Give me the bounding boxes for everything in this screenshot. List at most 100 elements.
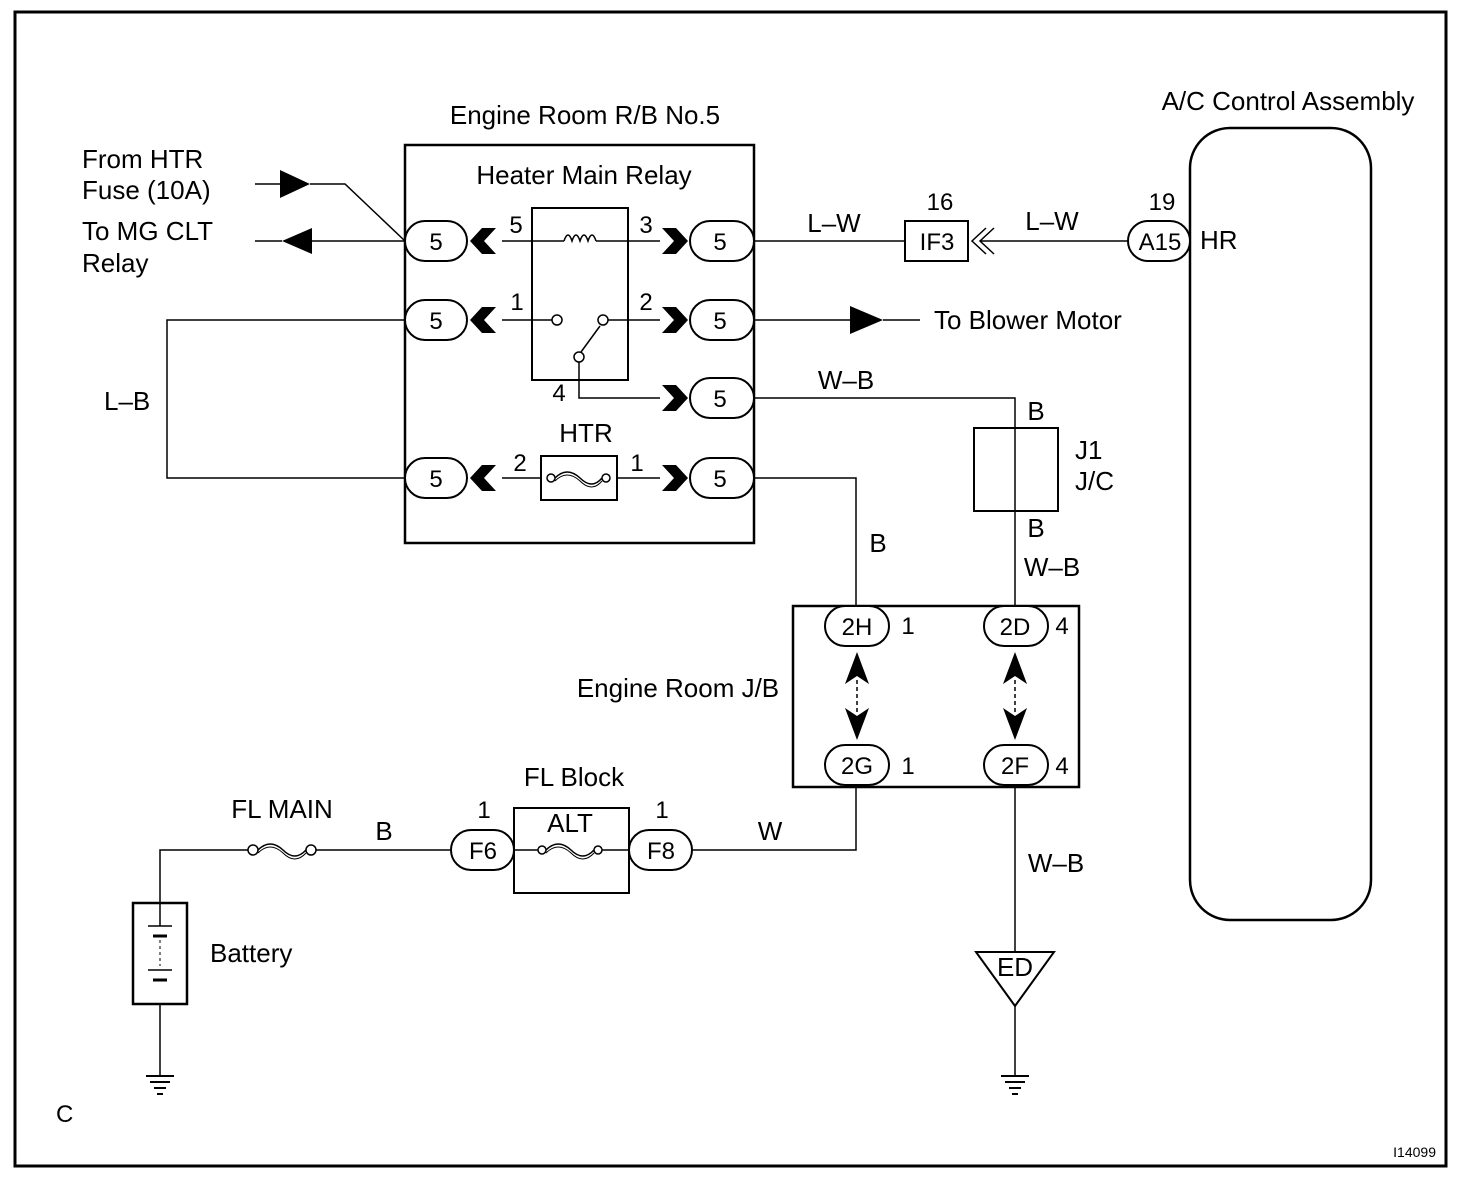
diagram-frame [13,10,1448,1168]
blower-output: To Blower Motor [754,305,1122,335]
fuse-pin-2: 2 [513,450,526,477]
svg-text:F6: F6 [469,838,497,865]
connector-2h: 2H [824,605,890,647]
connector-2f-pin: 4 [1055,753,1068,780]
input-arrow-icon [280,170,310,198]
svg-text:2F: 2F [1001,753,1029,780]
fl-block-label: FL Block [524,762,625,792]
ground-point-label: ED [997,952,1033,982]
to-mg-clt-label: To MG CLT [82,216,213,246]
wb-wire-label-jc: W–B [1024,552,1080,582]
fl-block: FL Block ALT 1 F6 1 F8 [450,762,693,894]
jc-label: J/C [1075,466,1114,496]
engine-room-jb: Engine Room J/B 2H 1 2D 4 2G 1 2F 4 [577,604,1081,789]
battery-circuit: FL MAIN B Battery [131,794,451,1095]
connector-5-left-2: 5 [404,299,468,341]
connector-2f: 2F [983,744,1049,786]
alt-fuse-icon [545,843,595,857]
svg-text:5: 5 [713,308,726,335]
jc-bottom-label: B [1027,513,1044,543]
lw-wire-label-right: L–W [1025,206,1079,236]
svg-text:2D: 2D [1000,614,1031,641]
ground-ed: W–B ED [974,786,1084,1095]
alt-fuse-label: ALT [547,808,593,838]
to-blower-motor-label: To Blower Motor [934,305,1122,335]
jc-top-label: B [1027,396,1044,426]
connector-2h-pin: 1 [901,613,914,640]
relay-pin-5: 5 [509,212,522,239]
relay-box-title: Engine Room R/B No.5 [450,100,720,130]
jb-label: Engine Room J/B [577,673,779,703]
jc-circuit: W–B B B J1 J/C W–B [754,365,1114,606]
svg-text:IF3: IF3 [920,229,955,256]
htr-fuse-label: HTR [559,418,612,448]
connector-5-right-3: 5 [689,377,755,419]
blower-arrow-icon [850,306,883,334]
fl-main-fuse-icon [257,843,307,857]
fuse-icon [554,471,603,485]
svg-text:F8: F8 [647,838,675,865]
heater-main-relay [531,207,629,381]
output-arrow-icon [282,228,312,254]
connector-5-right-2: 5 [689,299,755,341]
w-wire-label: W [758,816,783,846]
relay-pin-1: 1 [510,289,523,316]
a15-pin: 19 [1149,189,1176,216]
connector-2d-pin: 4 [1055,613,1068,640]
svg-text:A15: A15 [1139,229,1182,256]
b-wire-htr [754,477,857,606]
f6-connector: F6 [450,829,515,871]
fuse-pin-1: 1 [630,450,643,477]
left-inputs: From HTR Fuse (10A) To MG CLT Relay L–B [82,144,406,479]
heater-main-relay-label: Heater Main Relay [476,160,691,190]
relay-switch-contact [580,325,601,353]
connector-2g-pin: 1 [901,753,914,780]
connector-5-right-1: 5 [689,220,755,262]
to-mg-clt-relay-label: Relay [82,248,148,278]
b-wire-label-battery: B [375,816,392,846]
engine-room-rb-no5: Engine Room R/B No.5 Heater Main Relay H… [403,100,756,545]
fl-main-label: FL MAIN [231,794,333,824]
svg-text:5: 5 [429,308,442,335]
connector-5-right-4: 5 [689,457,755,499]
connector-5-left-1: 5 [404,220,468,262]
if3-pin: 16 [927,189,954,216]
ac-control-assembly: A/C Control Assembly 19 A15 HR [1127,86,1415,922]
svg-text:2H: 2H [842,614,873,641]
j1-junction-connector [973,427,1059,512]
relay-pin-2: 2 [639,289,652,316]
from-htr-label: From HTR [82,144,203,174]
svg-text:5: 5 [429,229,442,256]
j1-label: J1 [1075,435,1102,465]
svg-text:2G: 2G [841,753,873,780]
a15-connector: A15 [1127,220,1191,262]
ground-icon-battery [146,1075,174,1095]
lw-wire-label-left: L–W [807,208,861,238]
corner-letter: C [56,1101,73,1128]
lw-circuit: L–W 16 IF3 L–W [754,189,1130,262]
lb-wire-label: L–B [104,386,150,416]
wb-wire-label-top: W–B [818,365,874,395]
svg-text:5: 5 [429,466,442,493]
relay-pin-4: 4 [552,380,565,407]
w-wire [692,786,857,851]
battery-label: Battery [210,938,292,968]
jb-link-arrow-right [1003,652,1027,740]
relay-coil-icon [563,234,597,244]
from-htr-fuse-label: Fuse (10A) [82,175,211,205]
ground-icon-ed [1001,1075,1029,1095]
figure-id: I14099 [1393,1144,1436,1160]
wb-wire-label-ground: W–B [1028,848,1084,878]
svg-text:5: 5 [713,386,726,413]
f8-pin: 1 [655,797,668,824]
f6-pin: 1 [477,797,490,824]
connector-2g: 2G [824,744,890,786]
svg-text:5: 5 [713,466,726,493]
jb-link-arrow-left [845,652,869,740]
b-wire-label-htr: B [869,528,886,558]
ac-control-title: A/C Control Assembly [1162,86,1415,116]
svg-text:5: 5 [713,229,726,256]
f8-connector: F8 [628,829,693,871]
lb-wire [166,319,405,479]
connector-2d: 2D [983,605,1049,647]
